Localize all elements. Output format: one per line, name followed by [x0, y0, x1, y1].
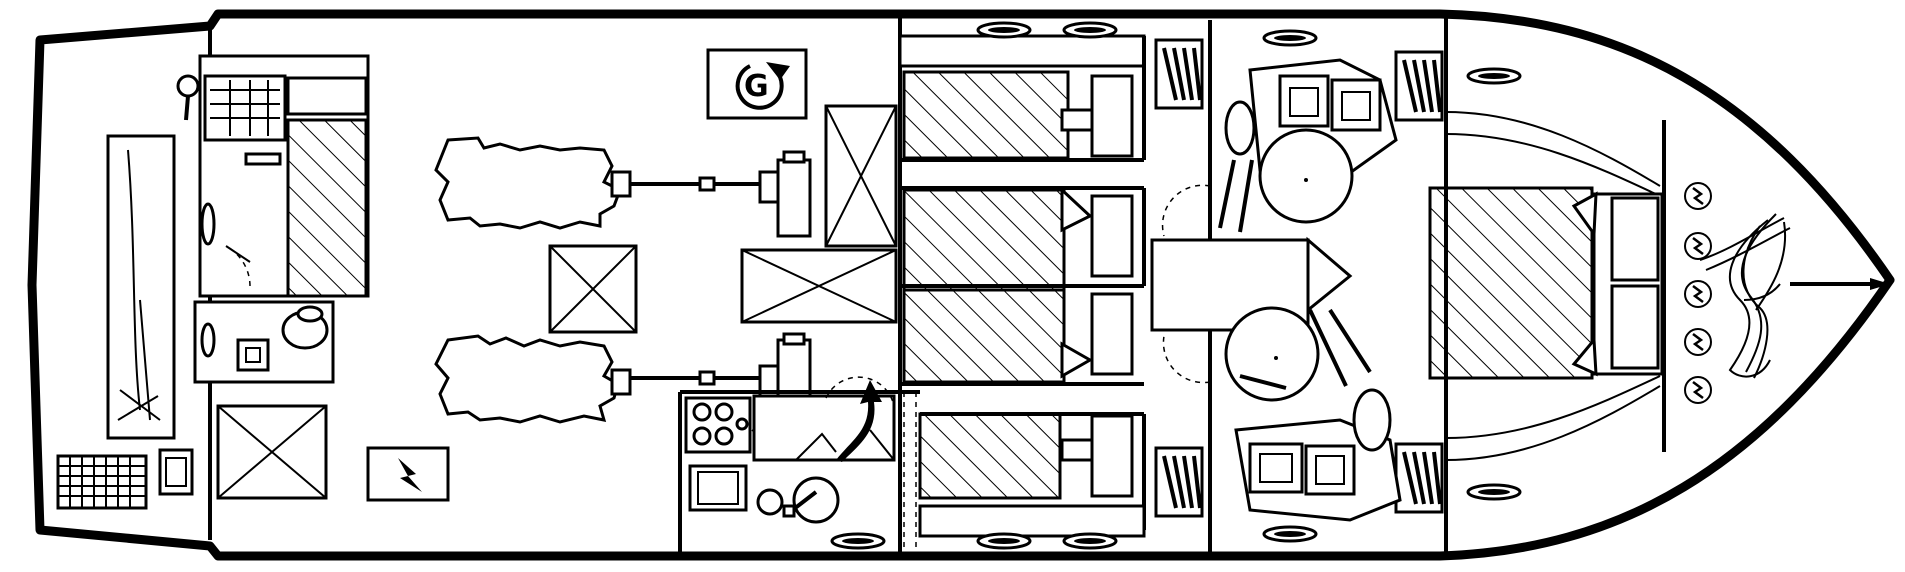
- generator-label: G: [744, 69, 769, 104]
- galley: [678, 376, 920, 556]
- v-berth: [1428, 186, 1594, 380]
- aft-cabin: [193, 54, 370, 384]
- swim-platform: [56, 30, 212, 540]
- anchor-locker: [1683, 181, 1890, 405]
- forward-stateroom: [1428, 18, 1666, 552]
- sink: [688, 464, 748, 512]
- lightning-bolt-icon: [398, 458, 422, 492]
- mid-cabins: [898, 14, 1146, 556]
- forward-heads: [1150, 20, 1402, 552]
- coiled-rope-icon: [1699, 213, 1791, 379]
- shower-upper: [1258, 128, 1354, 224]
- generator-box: [706, 48, 808, 120]
- engine-starboard: [434, 136, 812, 238]
